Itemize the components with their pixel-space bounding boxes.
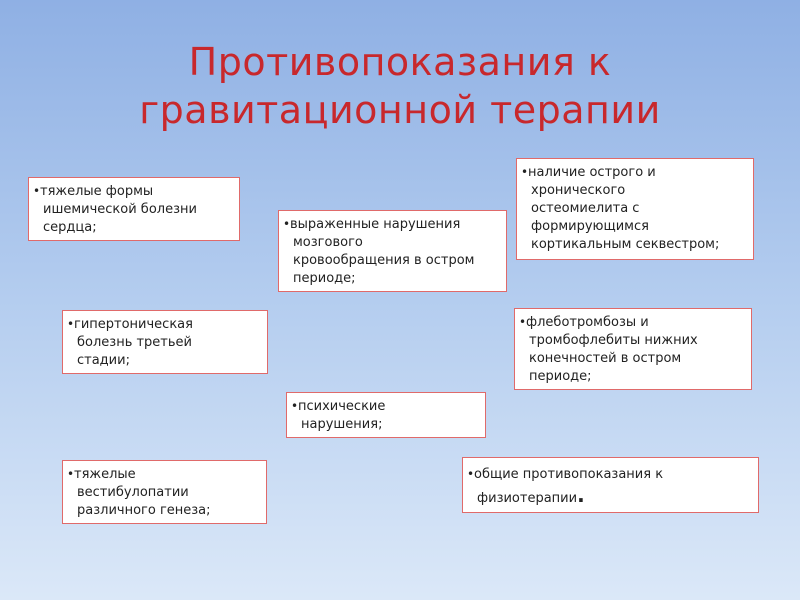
box-line: различного генеза; — [77, 503, 211, 518]
box-line: •общие противопоказания к — [467, 464, 752, 485]
box-line: мозгового — [293, 235, 363, 250]
box-line: ишемической болезни — [43, 202, 197, 217]
contraindication-box-osteomyelitis: •наличие острого и хронического остеомие… — [516, 158, 754, 260]
box-line: периоде; — [293, 271, 356, 286]
contraindication-box-cerebral: •выраженные нарушения мозгового кровообр… — [278, 210, 507, 292]
bullet-icon: • — [33, 184, 41, 198]
box-line: хронического — [531, 183, 626, 198]
box-line: стадии; — [77, 353, 130, 368]
box-line: •наличие острого и — [521, 165, 656, 180]
contraindication-box-hypertension: •гипертоническая болезнь третьей стадии; — [62, 310, 268, 374]
box-line: физиотерапии. — [477, 483, 585, 507]
box-line: •психические — [291, 399, 386, 414]
contraindication-box-ischemic: •тяжелые формы ишемической болезни сердц… — [28, 177, 240, 241]
bullet-icon: • — [467, 467, 475, 481]
box-line: •тяжелые — [67, 467, 136, 482]
box-line: •гипертоническая — [67, 317, 193, 332]
bullet-icon: • — [67, 317, 75, 331]
box-line: вестибулопатии — [77, 485, 189, 500]
box-line: конечностей в остром — [529, 351, 682, 366]
box-line: сердца; — [43, 220, 97, 235]
contraindication-box-physiotherapy: •общие противопоказания к физиотерапии. — [462, 457, 759, 513]
contraindication-box-phlebothrombosis: •флеботромбозы и тромбофлебиты нижних ко… — [514, 308, 752, 390]
slide-title-line-1: Противопоказания к — [188, 40, 612, 84]
bullet-icon: • — [291, 399, 299, 413]
final-period: . — [577, 483, 585, 507]
box-line: •выраженные нарушения — [283, 217, 461, 232]
box-line: •тяжелые формы — [33, 184, 154, 199]
box-line: формирующимся — [531, 219, 649, 234]
box-line: болезнь третьей — [77, 335, 192, 350]
slide-title: Противопоказания к гравитационной терапи… — [0, 38, 800, 134]
bullet-icon: • — [283, 217, 291, 231]
bullet-icon: • — [67, 467, 75, 481]
box-line: кровообращения в остром — [293, 253, 475, 268]
box-line: нарушения; — [301, 417, 383, 432]
contraindication-box-mental: •психические нарушения; — [286, 392, 486, 438]
slide-title-line-2: гравитационной терапии — [139, 88, 661, 132]
box-line: тромбофлебиты нижних — [529, 333, 698, 348]
box-line: остеомиелита с — [531, 201, 640, 216]
box-line: кортикальным секвестром; — [531, 237, 720, 252]
box-line: периоде; — [529, 369, 592, 384]
contraindication-box-vestibulopathy: •тяжелые вестибулопатии различного генез… — [62, 460, 267, 524]
box-line: •флеботромбозы и — [519, 315, 649, 330]
bullet-icon: • — [521, 165, 529, 179]
bullet-icon: • — [519, 315, 527, 329]
